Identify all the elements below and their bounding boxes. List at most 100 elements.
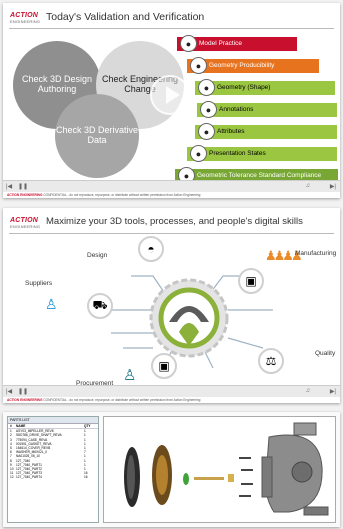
quality-microscope-icon: ⚖ — [258, 348, 284, 374]
part-name: 127_7040_PART2 — [16, 467, 42, 472]
title-divider — [9, 233, 334, 234]
play-button-icon[interactable] — [150, 75, 190, 115]
part-qty: 1 — [84, 433, 86, 438]
bar-geometry-producibility: ●Geometry Producibility — [187, 57, 319, 74]
part-number: 7 — [10, 454, 12, 459]
table-row[interactable]: 5 154614_COVER_REVB 1 — [8, 446, 98, 450]
person-icon: ● — [198, 79, 215, 96]
connector-line — [227, 337, 264, 349]
part-name: 127_7040_PART4 — [16, 475, 42, 480]
parts-list-header: # NAME QTY — [8, 424, 98, 430]
person-icon: ● — [190, 57, 207, 74]
pump-case-part — [261, 422, 329, 516]
person-icon: ● — [200, 101, 217, 118]
bar-presentation-states: ●Presentation States — [187, 145, 337, 162]
confidential-footer: ACTION ENGINEERING CONFIDENTIAL - do not… — [3, 397, 340, 403]
exploded-pump-model — [124, 422, 329, 516]
rewind-button[interactable]: |◀ — [6, 389, 13, 395]
volume-icon[interactable]: ♫ — [305, 388, 311, 394]
process-diagram — [111, 275, 273, 369]
table-row[interactable]: 4 001591_GASKET_REVA 1 — [8, 442, 98, 446]
part-name: 127_7040_PART1 — [16, 462, 42, 467]
part-qty: 16 — [84, 471, 88, 476]
person-icon: ● — [190, 145, 207, 162]
label-procurement: Procurement — [76, 380, 114, 387]
confidential-footer: ACTION ENGINEERING CONFIDENTIAL - do not… — [3, 192, 340, 198]
part-name: 154614_COVER_REVB — [16, 446, 51, 451]
validation-checklist: ●Model Practice ●Geometry Producibility … — [173, 32, 338, 189]
part-number: 2 — [10, 433, 12, 438]
people-group-icon: ♟♟♟♟ — [265, 248, 303, 263]
next-button[interactable]: ▶| — [329, 184, 336, 190]
next-button[interactable]: ▶| — [329, 389, 336, 395]
part-number: 6 — [10, 450, 12, 455]
bolt-parts — [239, 457, 253, 497]
pause-button[interactable]: ❚❚ — [18, 184, 29, 190]
gasket-part — [183, 473, 189, 485]
slide-pump-assembly: PARTS LIST # NAME QTY 1 ASY03_IMPELLER_RE… — [3, 412, 340, 527]
part-qty: 7 — [84, 450, 86, 455]
label-suppliers: Suppliers — [25, 280, 53, 287]
part-name: S8O786_DRIVE_SHAFT_REVA — [16, 433, 62, 438]
part-qty: 1 — [84, 454, 86, 459]
table-row[interactable]: 2 S8O786_DRIVE_SHAFT_REVA 1 — [8, 433, 98, 437]
player-controls: |◀ ❚❚ ♫ ▶| — [3, 385, 340, 397]
procurement-monitor-icon: ▣ — [151, 353, 177, 379]
design-chart-icon: ◓ — [138, 236, 164, 262]
part-qty: 1 — [84, 429, 86, 434]
label-manufacturing: Manufacturing — [295, 250, 337, 257]
3d-model-viewer[interactable] — [103, 416, 336, 523]
table-row[interactable]: 9 127_7040_PART1 1 — [8, 463, 98, 467]
supplier-truck-icon: ⛟ — [87, 293, 113, 319]
part-qty: 1 — [84, 467, 86, 472]
part-number: 9 — [10, 462, 12, 467]
bar-attributes: ●Attributes — [195, 123, 337, 140]
part-name: 001591_GASKET_REVA — [16, 441, 52, 446]
part-number: 8 — [10, 458, 12, 463]
table-row[interactable]: 6 WASHER_M6X02L_0 7 — [8, 450, 98, 454]
title-divider — [9, 28, 334, 29]
part-qty: 1 — [84, 437, 86, 442]
part-number: 12 — [10, 475, 14, 480]
gear-icon — [149, 278, 229, 358]
manufacturing-monitor-icon: ▣ — [238, 268, 264, 294]
circle-derivative-data: Check 3D Derivative Data — [55, 94, 139, 178]
part-name: WASHER_M6X02L_0 — [16, 450, 48, 455]
player-controls: |◀ ❚❚ ♫ ▶| — [3, 180, 340, 192]
slide-title: Today's Validation and Verification — [46, 11, 205, 23]
person-icon: ● — [198, 123, 215, 140]
label-design: Design — [87, 252, 108, 259]
part-number: 5 — [10, 446, 12, 451]
part-name: 127_7040 — [16, 458, 31, 463]
volume-icon[interactable]: ♫ — [305, 183, 311, 189]
part-number: 10 — [10, 467, 14, 472]
part-number: 4 — [10, 441, 12, 446]
parts-list-title: PARTS LIST — [8, 417, 98, 424]
part-qty: 1 — [84, 441, 86, 446]
part-qty: 16 — [84, 475, 88, 480]
bar-model-practice: ●Model Practice — [177, 35, 297, 52]
parts-list-panel: PARTS LIST # NAME QTY 1 ASY03_IMPELLER_RE… — [7, 416, 99, 523]
drive-shaft-part — [194, 477, 224, 480]
part-name: 775094_CASE_REVA — [16, 437, 48, 442]
part-number: 11 — [10, 471, 14, 476]
person-icon: ● — [180, 35, 197, 52]
rewind-button[interactable]: |◀ — [6, 184, 13, 190]
pause-button[interactable]: ❚❚ — [18, 389, 29, 395]
part-qty: 1 — [84, 446, 86, 451]
part-qty: 1 — [84, 462, 86, 467]
slide-title: Maximize your 3D tools, processes, and p… — [46, 216, 303, 227]
part-name: ASY03_IMPELLER_REV8 — [16, 429, 54, 434]
